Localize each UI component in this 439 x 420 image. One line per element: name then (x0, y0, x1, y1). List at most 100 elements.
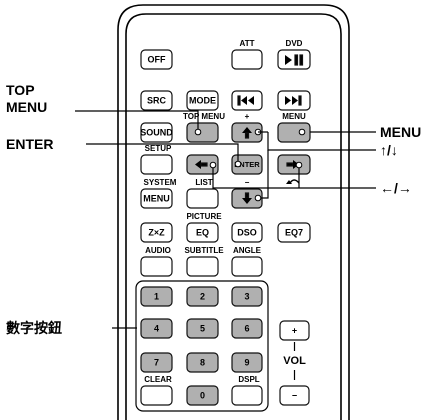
left-button[interactable] (186, 154, 219, 175)
up-down-callout: ↑/↓ (380, 142, 398, 158)
svg-text:3: 3 (244, 291, 249, 301)
angle-button[interactable] (231, 256, 263, 277)
previous-track-icon (237, 95, 254, 106)
dvd-label: DVD (286, 39, 303, 48)
svg-text:7: 7 (154, 357, 159, 367)
svg-text:9: 9 (244, 357, 249, 367)
svg-text:6: 6 (244, 323, 249, 333)
svg-text:MENU: MENU (143, 193, 170, 203)
top-menu-label: TOP MENU (183, 112, 225, 121)
att-label: ATT (240, 39, 255, 48)
zoom-button[interactable]: Z×Z (140, 222, 173, 243)
svg-text:5: 5 (200, 323, 205, 333)
left-right-leader (212, 167, 376, 189)
mode-button[interactable]: MODE (186, 90, 219, 111)
right-button[interactable] (277, 154, 311, 175)
subtitle-label: SUBTITLE (184, 246, 224, 255)
number-pad-group (135, 280, 269, 412)
svg-text:2: 2 (200, 291, 205, 301)
number-button-9[interactable]: 9 (231, 352, 263, 373)
src-button[interactable]: SRC (140, 90, 173, 111)
number-buttons-callout: 數字按鈕 (6, 320, 62, 337)
picture-eq-button[interactable]: EQ (186, 222, 219, 243)
minus-label: − (245, 178, 250, 187)
number-button-4[interactable]: 4 (140, 318, 173, 339)
left-arrow-icon (195, 160, 208, 169)
audio-label: AUDIO (145, 246, 171, 255)
angle-label: ANGLE (233, 246, 262, 255)
top-menu-leader (75, 110, 199, 132)
svg-text:EQ: EQ (196, 227, 209, 237)
enter-leader-dot (234, 160, 242, 168)
top-menu-callout-line1: TOP (6, 82, 35, 98)
svg-text:0: 0 (200, 390, 205, 400)
number-button-1[interactable]: 1 (140, 286, 173, 307)
left-right-callout: ←/→ (380, 180, 412, 196)
dvd-play-pause-button[interactable] (277, 49, 311, 70)
subtitle-button[interactable] (186, 256, 219, 277)
number-button-7[interactable]: 7 (140, 352, 173, 373)
clear-button[interactable] (140, 385, 173, 406)
svg-text:1: 1 (154, 291, 159, 301)
svg-text:MODE: MODE (189, 95, 216, 105)
svg-text:+: + (292, 325, 297, 335)
plus-label: + (245, 112, 250, 121)
svg-text:−: − (292, 390, 297, 400)
top-menu-leader-dot (194, 128, 202, 136)
svg-text:OFF: OFF (148, 54, 166, 64)
svg-text:EQ7: EQ7 (285, 227, 303, 237)
remote-inner-frame (125, 13, 342, 420)
svg-text:ENTER: ENTER (234, 160, 260, 169)
svg-text:Z×Z: Z×Z (148, 227, 165, 237)
dspl-button[interactable] (231, 385, 263, 406)
down-arrow-icon (242, 192, 252, 204)
menu-leader-dot (298, 128, 306, 136)
system-label: SYSTEM (144, 178, 177, 187)
list-label: LIST (195, 178, 212, 187)
menu-callout: MENU (380, 124, 421, 140)
menu-label: MENU (282, 112, 306, 121)
top-menu-button[interactable] (186, 122, 219, 143)
setup-label: SETUP (145, 144, 172, 153)
clear-label: CLEAR (144, 375, 172, 384)
previous-button[interactable] (231, 90, 263, 111)
setup-button[interactable] (140, 154, 173, 175)
svg-text:8: 8 (200, 357, 205, 367)
up-arrow-icon (242, 127, 252, 139)
svg-text:SOUND: SOUND (140, 127, 173, 137)
vol-label: VOL (283, 355, 306, 367)
play-pause-icon (285, 54, 304, 66)
number-button-3[interactable]: 3 (231, 286, 263, 307)
number-button-6[interactable]: 6 (231, 318, 263, 339)
number-button-8[interactable]: 8 (186, 352, 219, 373)
number-button-0[interactable]: 0 (186, 385, 219, 406)
right-leader-dot (295, 161, 303, 169)
audio-button[interactable] (140, 256, 173, 277)
volume-down-button[interactable]: − (279, 385, 310, 406)
down-leader-dot (254, 194, 262, 202)
enter-callout: ENTER (6, 136, 53, 152)
top-menu-callout-line2: MENU (6, 99, 47, 115)
up-down-leader-2 (258, 150, 269, 199)
svg-text:SRC: SRC (147, 95, 167, 105)
att-button[interactable] (231, 49, 263, 70)
eq7-button[interactable]: EQ7 (277, 222, 311, 243)
svg-text:4: 4 (154, 323, 159, 333)
off-button[interactable]: OFF (140, 49, 173, 70)
left-leader-dot (209, 161, 217, 169)
enter-leader (86, 143, 239, 164)
number-button-2[interactable]: 2 (186, 286, 219, 307)
number-button-5[interactable]: 5 (186, 318, 219, 339)
svg-text:DSO: DSO (237, 227, 257, 237)
volume-up-button[interactable]: + (279, 320, 310, 341)
next-track-icon (285, 95, 302, 106)
dspl-label: DSPL (238, 375, 259, 384)
sound-button[interactable]: SOUND (140, 122, 173, 143)
dso-button[interactable]: DSO (231, 222, 263, 243)
next-button[interactable] (277, 90, 311, 111)
list-button[interactable] (186, 188, 219, 209)
system-menu-button[interactable]: MENU (140, 188, 173, 209)
enter-button[interactable]: ENTER (231, 154, 263, 175)
picture-label: PICTURE (186, 212, 222, 221)
